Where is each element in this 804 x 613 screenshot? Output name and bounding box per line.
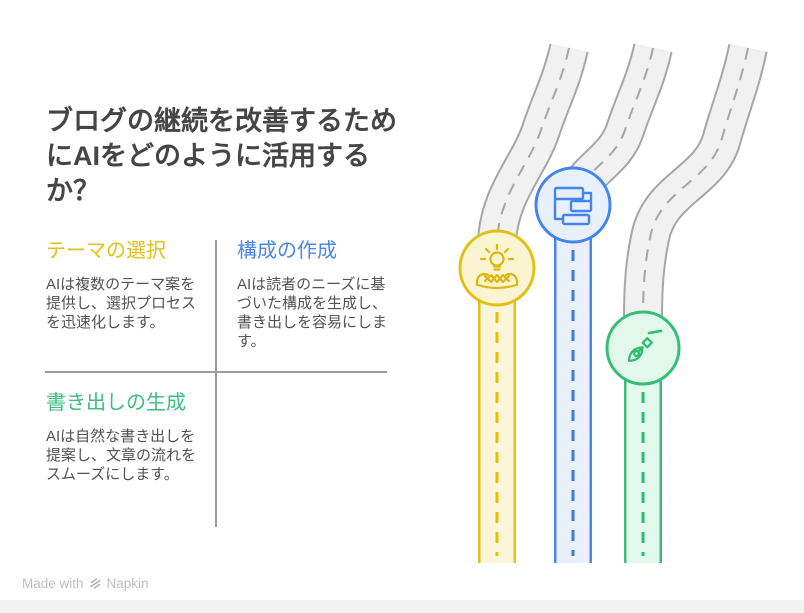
page-title: ブログの継続を改善するためにAIをどのように活用するか？ (46, 106, 397, 206)
gray-road-theme (477, 43, 589, 244)
made-with-label: Made with (22, 576, 84, 591)
grid-divider-horizontal (45, 371, 387, 373)
roadmap-illustration (458, 43, 768, 563)
gray-road-opening (623, 43, 768, 319)
grid-divider-vertical (215, 240, 217, 527)
bottom-edge-strip (0, 600, 804, 613)
topic-description-theme: AIは複数のテーマ案を提供し、選択プロセスを迅速化します。 (46, 276, 197, 331)
lightbulb-hands-icon (475, 243, 519, 290)
milestone-structure (534, 166, 612, 244)
topic-description-structure: AIは読者のニーズに基づいた構成を生成し、書き出しを容易にします。 (237, 276, 388, 350)
pen-nib-icon (627, 329, 663, 363)
napkin-logo-icon (89, 578, 101, 589)
flowchart-icon (553, 186, 593, 226)
topic-card-structure-creation: 構成の作成 AIは読者のニーズに基づいた構成を生成し、書き出しを容易にします。 (237, 239, 389, 351)
topic-description-opening: AIは自然な書き出しを提案し、文章の流れをスムーズにします。 (46, 428, 197, 483)
milestone-theme (458, 229, 536, 307)
topic-heading-opening: 書き出しの生成 (46, 392, 186, 414)
napkin-brand-label: Napkin (106, 576, 149, 591)
topic-card-opening-generation: 書き出しの生成 AIは自然な書き出しを提案し、文章の流れをスムーズにします。 (46, 391, 208, 484)
topic-heading-structure: 構成の作成 (237, 240, 337, 262)
topic-heading-theme: テーマの選択 (46, 240, 166, 262)
topic-card-theme-selection: テーマの選択 AIは複数のテーマ案を提供し、選択プロセスを迅速化します。 (46, 239, 204, 332)
made-with-napkin: Made with Napkin (22, 576, 149, 591)
